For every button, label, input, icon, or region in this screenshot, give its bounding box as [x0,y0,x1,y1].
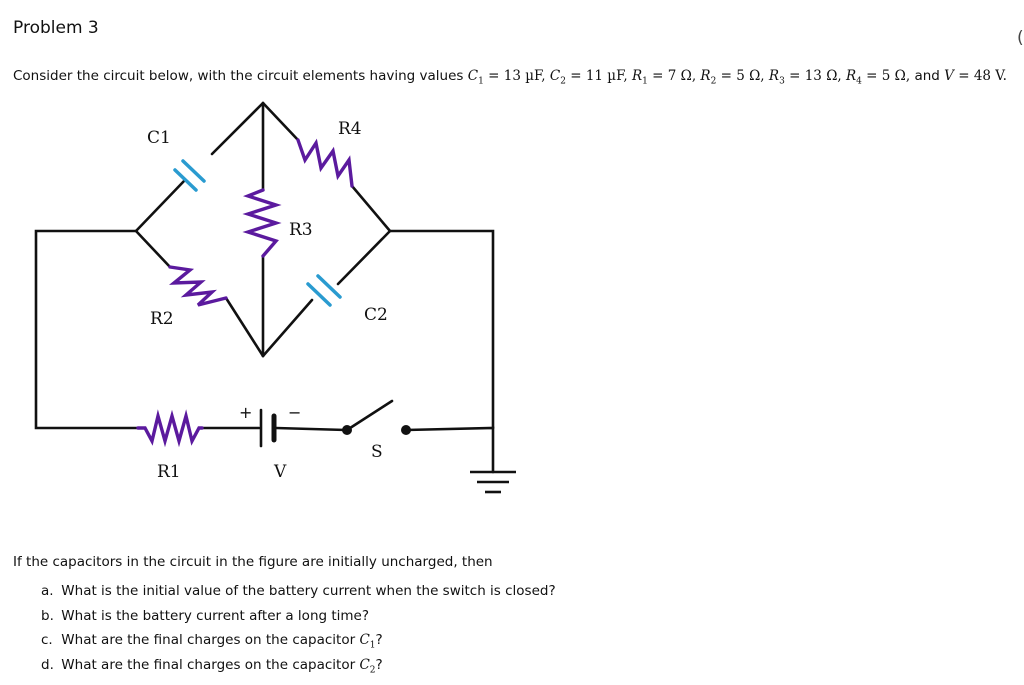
switch-contact-left [342,425,352,435]
question-part-a: a. What is the initial value of the batt… [41,583,556,608]
problem-statement: Consider the circuit below, with the cir… [13,68,1007,87]
switch-contact-right [401,425,411,435]
part-letter: b. [41,607,54,624]
label-s: S [371,442,383,462]
label-r2: R2 [150,309,174,329]
part-letter: d. [41,656,54,673]
label-c2: C2 [364,305,388,325]
part-symbol: C2 [359,656,376,676]
battery-plus-sign: + [239,403,252,422]
wire-top-r4 [261,101,300,142]
part-letter: c. [41,632,53,648]
wire-right-outer [388,229,495,430]
resistor-r3 [242,188,282,258]
part-text: What is the battery current after a long… [61,607,370,624]
intro-and: and [914,68,940,84]
label-c1: C1 [147,128,171,148]
wire-switch-right [404,426,495,474]
wire-r2-bottom [224,296,265,358]
value-c1: C1 = 13 µF, [467,68,546,87]
value-r1: R1 = 7 Ω, [631,68,697,87]
part-letter: a. [41,583,54,599]
wire-battery-switch [274,426,348,432]
capacitor-c1 [173,159,206,192]
question-part-c: c. What are the final charges on the cap… [41,632,383,651]
part-text: What are the final charges on the capaci… [61,656,356,673]
problem-title: Problem 3 [13,18,99,38]
part-text: What is the initial value of the battery… [61,583,556,599]
question-lead: If the capacitors in the circuit in the … [13,554,493,570]
part-text: What are the final charges on the capaci… [61,632,356,648]
part-symbol: C1 [359,632,376,651]
wire-c2-right [336,229,392,286]
value-v: V = 48 V. [944,68,1007,84]
resistor-r2 [168,265,228,307]
wire-c1-top [210,101,265,156]
intro-lead: Consider the circuit below, with the cir… [13,68,464,84]
question-part-b: b. What is the battery current after a l… [41,608,556,633]
value-r4: R4 = 5 Ω, [845,68,911,87]
label-v: V [273,462,287,482]
wires [34,101,495,474]
question-part-d: d. What are the final charges on the cap… [41,656,383,676]
wire-left-top [134,178,187,233]
battery-minus-sign: − [288,403,301,422]
resistor-r4 [296,138,354,188]
question-parts: a. What is the initial value of the batt… [41,583,556,681]
wire-left-r2 [134,229,172,269]
switch-arm [345,399,394,432]
value-r3: R3 = 13 Ω, [768,68,842,87]
capacitor-c2 [306,274,342,307]
label-r4: R4 [338,119,362,139]
wire-r4-right [350,184,392,233]
resistor-r1 [136,409,204,448]
label-r1: R1 [157,462,181,482]
value-r2: R2 = 5 Ω, [700,68,765,87]
wire-bottom-c2 [261,298,314,358]
ground-symbol [470,470,516,494]
circuit-diagram: + − C1 R4 R3 R2 C2 R1 V S [34,101,516,494]
battery-v [259,408,277,448]
value-c2: C2 = 11 µF, [549,68,628,87]
cropped-glyph: ( [1017,28,1024,48]
label-r3: R3 [289,220,313,240]
wire-left-outer [34,229,140,430]
